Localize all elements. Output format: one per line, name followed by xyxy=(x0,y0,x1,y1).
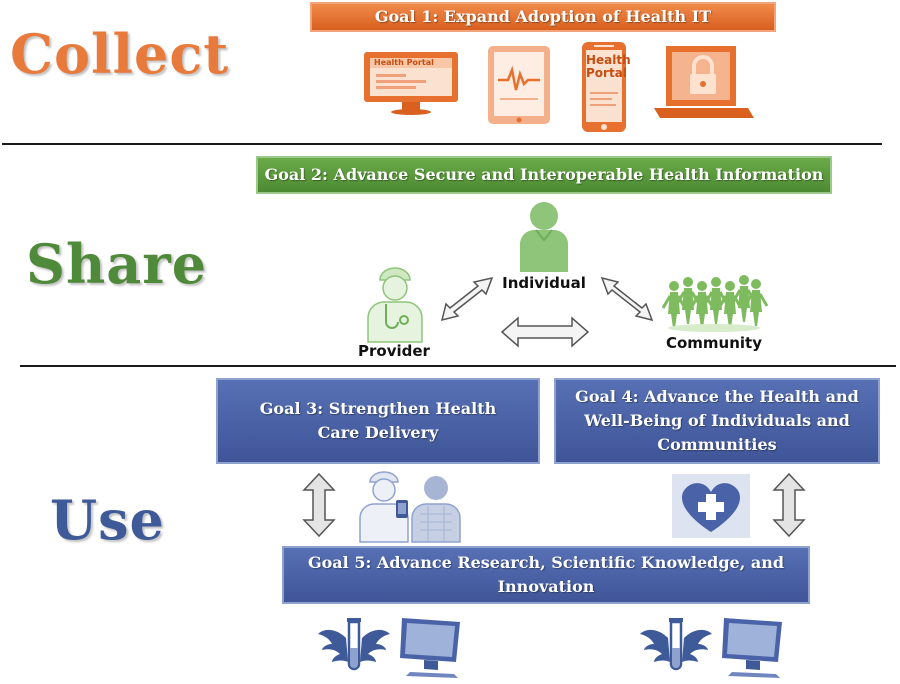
community-people-chain-icon xyxy=(661,273,769,332)
phone-screen-text: Health Portal xyxy=(586,53,631,80)
goal-5-box: Goal 5: Advance Research, Scientific Kno… xyxy=(282,546,810,604)
divider-bottom xyxy=(20,365,896,367)
monitor-screen-text: Health Portal xyxy=(374,58,434,67)
arrow-provider-individual xyxy=(440,276,494,322)
individual-label: Individual xyxy=(502,274,586,292)
doctor-patient-icon xyxy=(359,471,461,543)
tablet-heartbeat-icon xyxy=(488,46,550,124)
arrow-provider-community xyxy=(500,316,590,348)
provider-doctor-icon xyxy=(367,267,423,343)
computer-monitor-icon-right xyxy=(722,618,782,678)
individual-person-icon xyxy=(520,202,568,272)
arrow-individual-community xyxy=(600,276,654,322)
section-share: Share xyxy=(26,232,208,296)
goal-4-box: Goal 4: Advance the Health and Well-Bein… xyxy=(554,378,880,464)
section-use: Use xyxy=(50,488,165,552)
goal-2-box: Goal 2: Advance Secure and Interoperable… xyxy=(256,156,832,194)
winged-test-tube-icon-right xyxy=(640,618,712,671)
arrow-goal4-goal5 xyxy=(772,472,806,538)
laptop-lock-icon xyxy=(654,46,754,118)
heart-cross-icon xyxy=(672,474,750,538)
divider-top xyxy=(2,143,882,145)
community-label: Community xyxy=(665,334,763,352)
section-collect: Collect xyxy=(10,22,230,86)
goal-3-box: Goal 3: Strengthen Health Care Delivery xyxy=(216,378,540,464)
winged-test-tube-icon-left xyxy=(318,618,390,671)
smartphone-icon xyxy=(582,42,626,132)
goal-1-box: Goal 1: Expand Adoption of Health IT xyxy=(310,2,776,32)
provider-label: Provider xyxy=(358,342,430,360)
monitor-icon xyxy=(364,52,458,115)
arrow-goal3-goal5 xyxy=(302,472,336,538)
computer-monitor-icon-left xyxy=(400,618,460,678)
